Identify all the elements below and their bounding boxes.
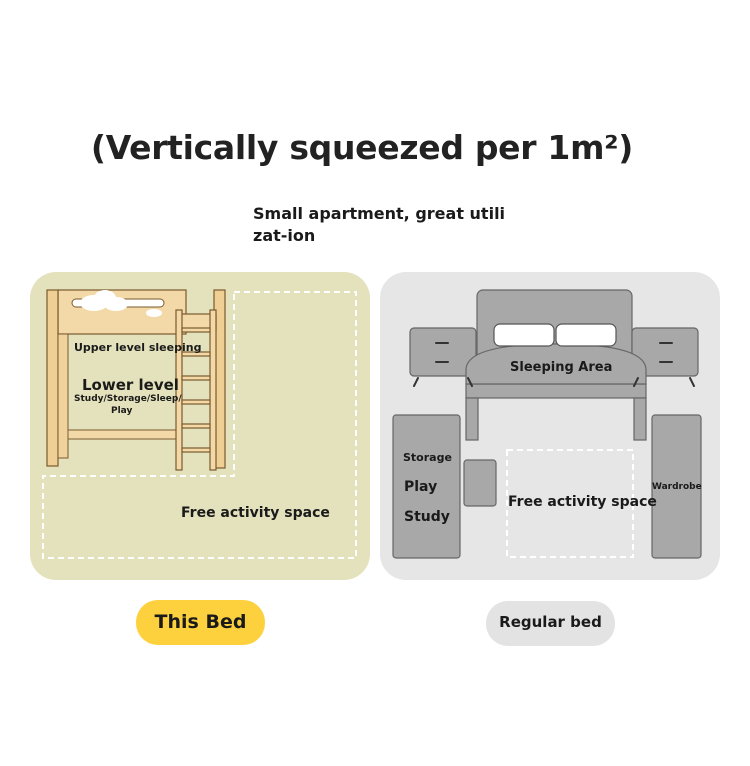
lower-level-title: Lower level	[82, 376, 179, 394]
wardrobe-label: Wardrobe	[652, 482, 702, 492]
nightstand-left	[409, 327, 477, 377]
upper-level-label: Upper level sleeping	[74, 341, 202, 354]
page-title: (Vertically squeezed per 1m²)	[90, 128, 634, 167]
storage-label: Storage	[403, 451, 452, 464]
lower-level-uses: Study/Storage/Sleep/	[74, 394, 182, 404]
loft-bed-illustration	[42, 289, 357, 559]
bed-mattress	[465, 343, 647, 385]
this-bed-panel: Upper level sleeping Lower level Study/S…	[30, 272, 370, 580]
stool	[463, 459, 497, 507]
ladder	[175, 309, 217, 471]
study-label: Study	[404, 509, 450, 525]
free-space-outline	[506, 449, 634, 558]
nightstand-right	[631, 327, 699, 377]
wardrobe	[651, 414, 702, 559]
free-activity-label: Free activity space	[508, 494, 657, 510]
free-activity-label: Free activity space	[181, 505, 330, 521]
bed-leg-right	[633, 397, 647, 441]
floor-plan-illustration	[392, 289, 702, 559]
this-bed-button[interactable]: This Bed	[136, 600, 265, 645]
free-space-outline	[42, 291, 357, 559]
page-subtitle: Small apartment, great utilizat-ion	[253, 204, 506, 245]
pillow-left	[493, 323, 555, 347]
cloud-decoration	[80, 290, 162, 317]
loft-bed-front-post	[46, 289, 59, 467]
loft-bed-headboard	[57, 289, 187, 335]
lower-level-uses-cont: Play	[111, 406, 133, 416]
lower-rail	[67, 429, 179, 440]
play-label: Play	[404, 479, 438, 495]
sleeping-area-label: Sleeping Area	[510, 360, 613, 375]
bed-frame	[465, 383, 647, 399]
storage-unit	[392, 414, 461, 559]
regular-bed-button[interactable]: Regular bed	[486, 601, 615, 646]
pillow-right	[555, 323, 617, 347]
regular-bed-panel: Sleeping Area Storage Play Study Free ac…	[380, 272, 720, 580]
bed-leg-left	[465, 397, 479, 441]
loft-bed-inner-post	[57, 333, 69, 459]
